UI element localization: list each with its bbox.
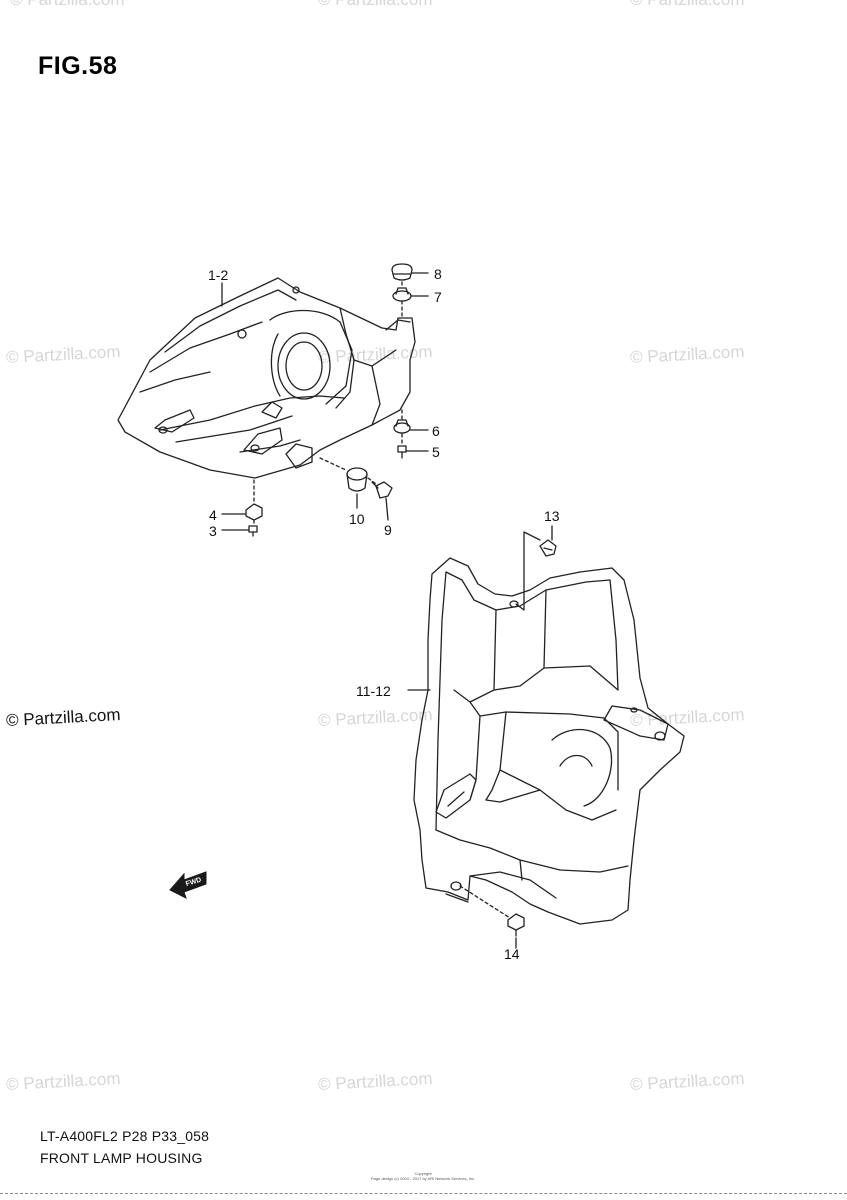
callout-14: 14 <box>504 946 520 962</box>
leader-bracket-13 <box>515 531 541 611</box>
forward-direction-arrow: FWD <box>169 871 207 899</box>
model-code: LT-A400FL2 P28 P33_058 <box>40 1128 210 1144</box>
callout-13: 13 <box>544 508 560 524</box>
copyright-text: Page design (c) 2004 - 2017 by ARI Netwo… <box>370 1175 476 1181</box>
page-bottom-divider <box>0 1193 847 1194</box>
callout-5: 5 <box>432 444 440 460</box>
copyright-notice: Copyright Page design (c) 2004 - 2017 by… <box>368 1171 478 1182</box>
clip-part-13 <box>539 539 557 557</box>
inner-panel-part <box>413 557 685 925</box>
callout-7: 7 <box>434 289 442 305</box>
figure-title: FIG.58 <box>38 52 118 80</box>
watermark: © Partzilla.com <box>630 0 745 10</box>
section-name: FRONT LAMP HOUSING <box>40 1150 203 1166</box>
callout-1-2: 1-2 <box>208 267 229 283</box>
fwd-label: FWD <box>185 877 202 889</box>
bolt-part-9 <box>371 481 393 499</box>
callout-9: 9 <box>384 522 392 538</box>
watermark: © Partzilla.com <box>10 0 125 10</box>
callout-6: 6 <box>432 423 440 439</box>
rubber-mount-part-10 <box>346 467 368 492</box>
collar-part-7 <box>392 287 412 302</box>
callout-3: 3 <box>209 523 217 539</box>
callout-10: 10 <box>349 511 365 527</box>
callout-4: 4 <box>209 507 217 523</box>
lamp-housing-part <box>117 277 416 479</box>
bolt-part-5 <box>397 445 407 459</box>
nut-part-4 <box>245 503 263 521</box>
watermark: © Partzilla.com <box>318 0 433 10</box>
grommet-part-8 <box>391 263 413 281</box>
callout-8: 8 <box>434 266 442 282</box>
copyright-heading: Copyright <box>414 1171 432 1176</box>
screw-part-3 <box>248 525 258 537</box>
leader-line-9 <box>385 497 389 521</box>
callout-11-12: 11-12 <box>356 683 391 699</box>
clip-part-14 <box>507 913 525 937</box>
collar-part-6 <box>393 419 411 434</box>
